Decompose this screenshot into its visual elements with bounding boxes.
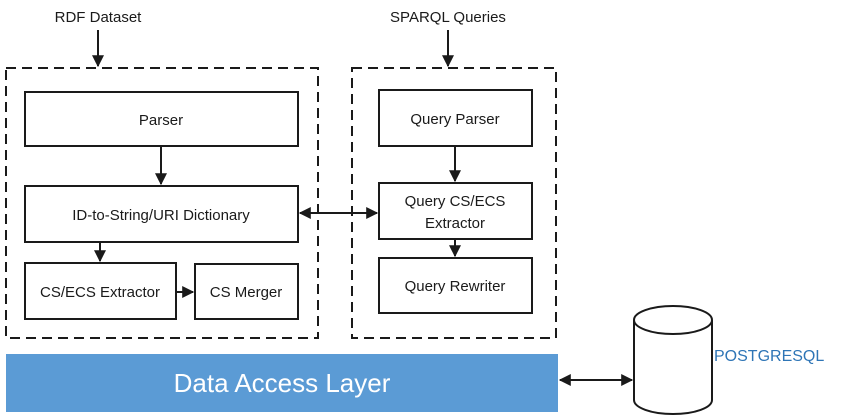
sparql-queries-label: SPARQL Queries	[390, 9, 506, 26]
loader-container	[5, 67, 319, 339]
database-cylinder-icon	[633, 305, 713, 415]
data-access-layer-label: Data Access Layer	[174, 368, 391, 398]
dictionary-label: ID-to-String/URI Dictionary	[72, 207, 250, 224]
parser-box: Parser	[24, 91, 299, 147]
query-rewriter-label: Query Rewriter	[405, 278, 506, 295]
query-parser-box: Query Parser	[378, 89, 533, 147]
query-rewriter-box: Query Rewriter	[378, 257, 533, 314]
cs-merger-label: CS Merger	[210, 284, 283, 301]
database-label: POSTGRESQL	[714, 348, 824, 365]
query-extractor-label-line2: Extractor	[425, 215, 485, 232]
query-extractor-box: Query CS/ECS Extractor	[378, 182, 533, 240]
cs-merger-box: CS Merger	[194, 263, 299, 320]
rdf-dataset-label: RDF Dataset	[55, 9, 143, 26]
cs-ecs-extractor-box: CS/ECS Extractor	[24, 262, 177, 320]
parser-label: Parser	[139, 112, 183, 129]
cs-ecs-extractor-label: CS/ECS Extractor	[40, 284, 160, 301]
query-container	[351, 67, 557, 339]
dictionary-box: ID-to-String/URI Dictionary	[24, 185, 299, 243]
query-parser-label: Query Parser	[410, 111, 499, 128]
query-extractor-label-line1: Query CS/ECS	[405, 193, 506, 210]
data-access-layer-bar: Data Access Layer	[6, 354, 558, 412]
